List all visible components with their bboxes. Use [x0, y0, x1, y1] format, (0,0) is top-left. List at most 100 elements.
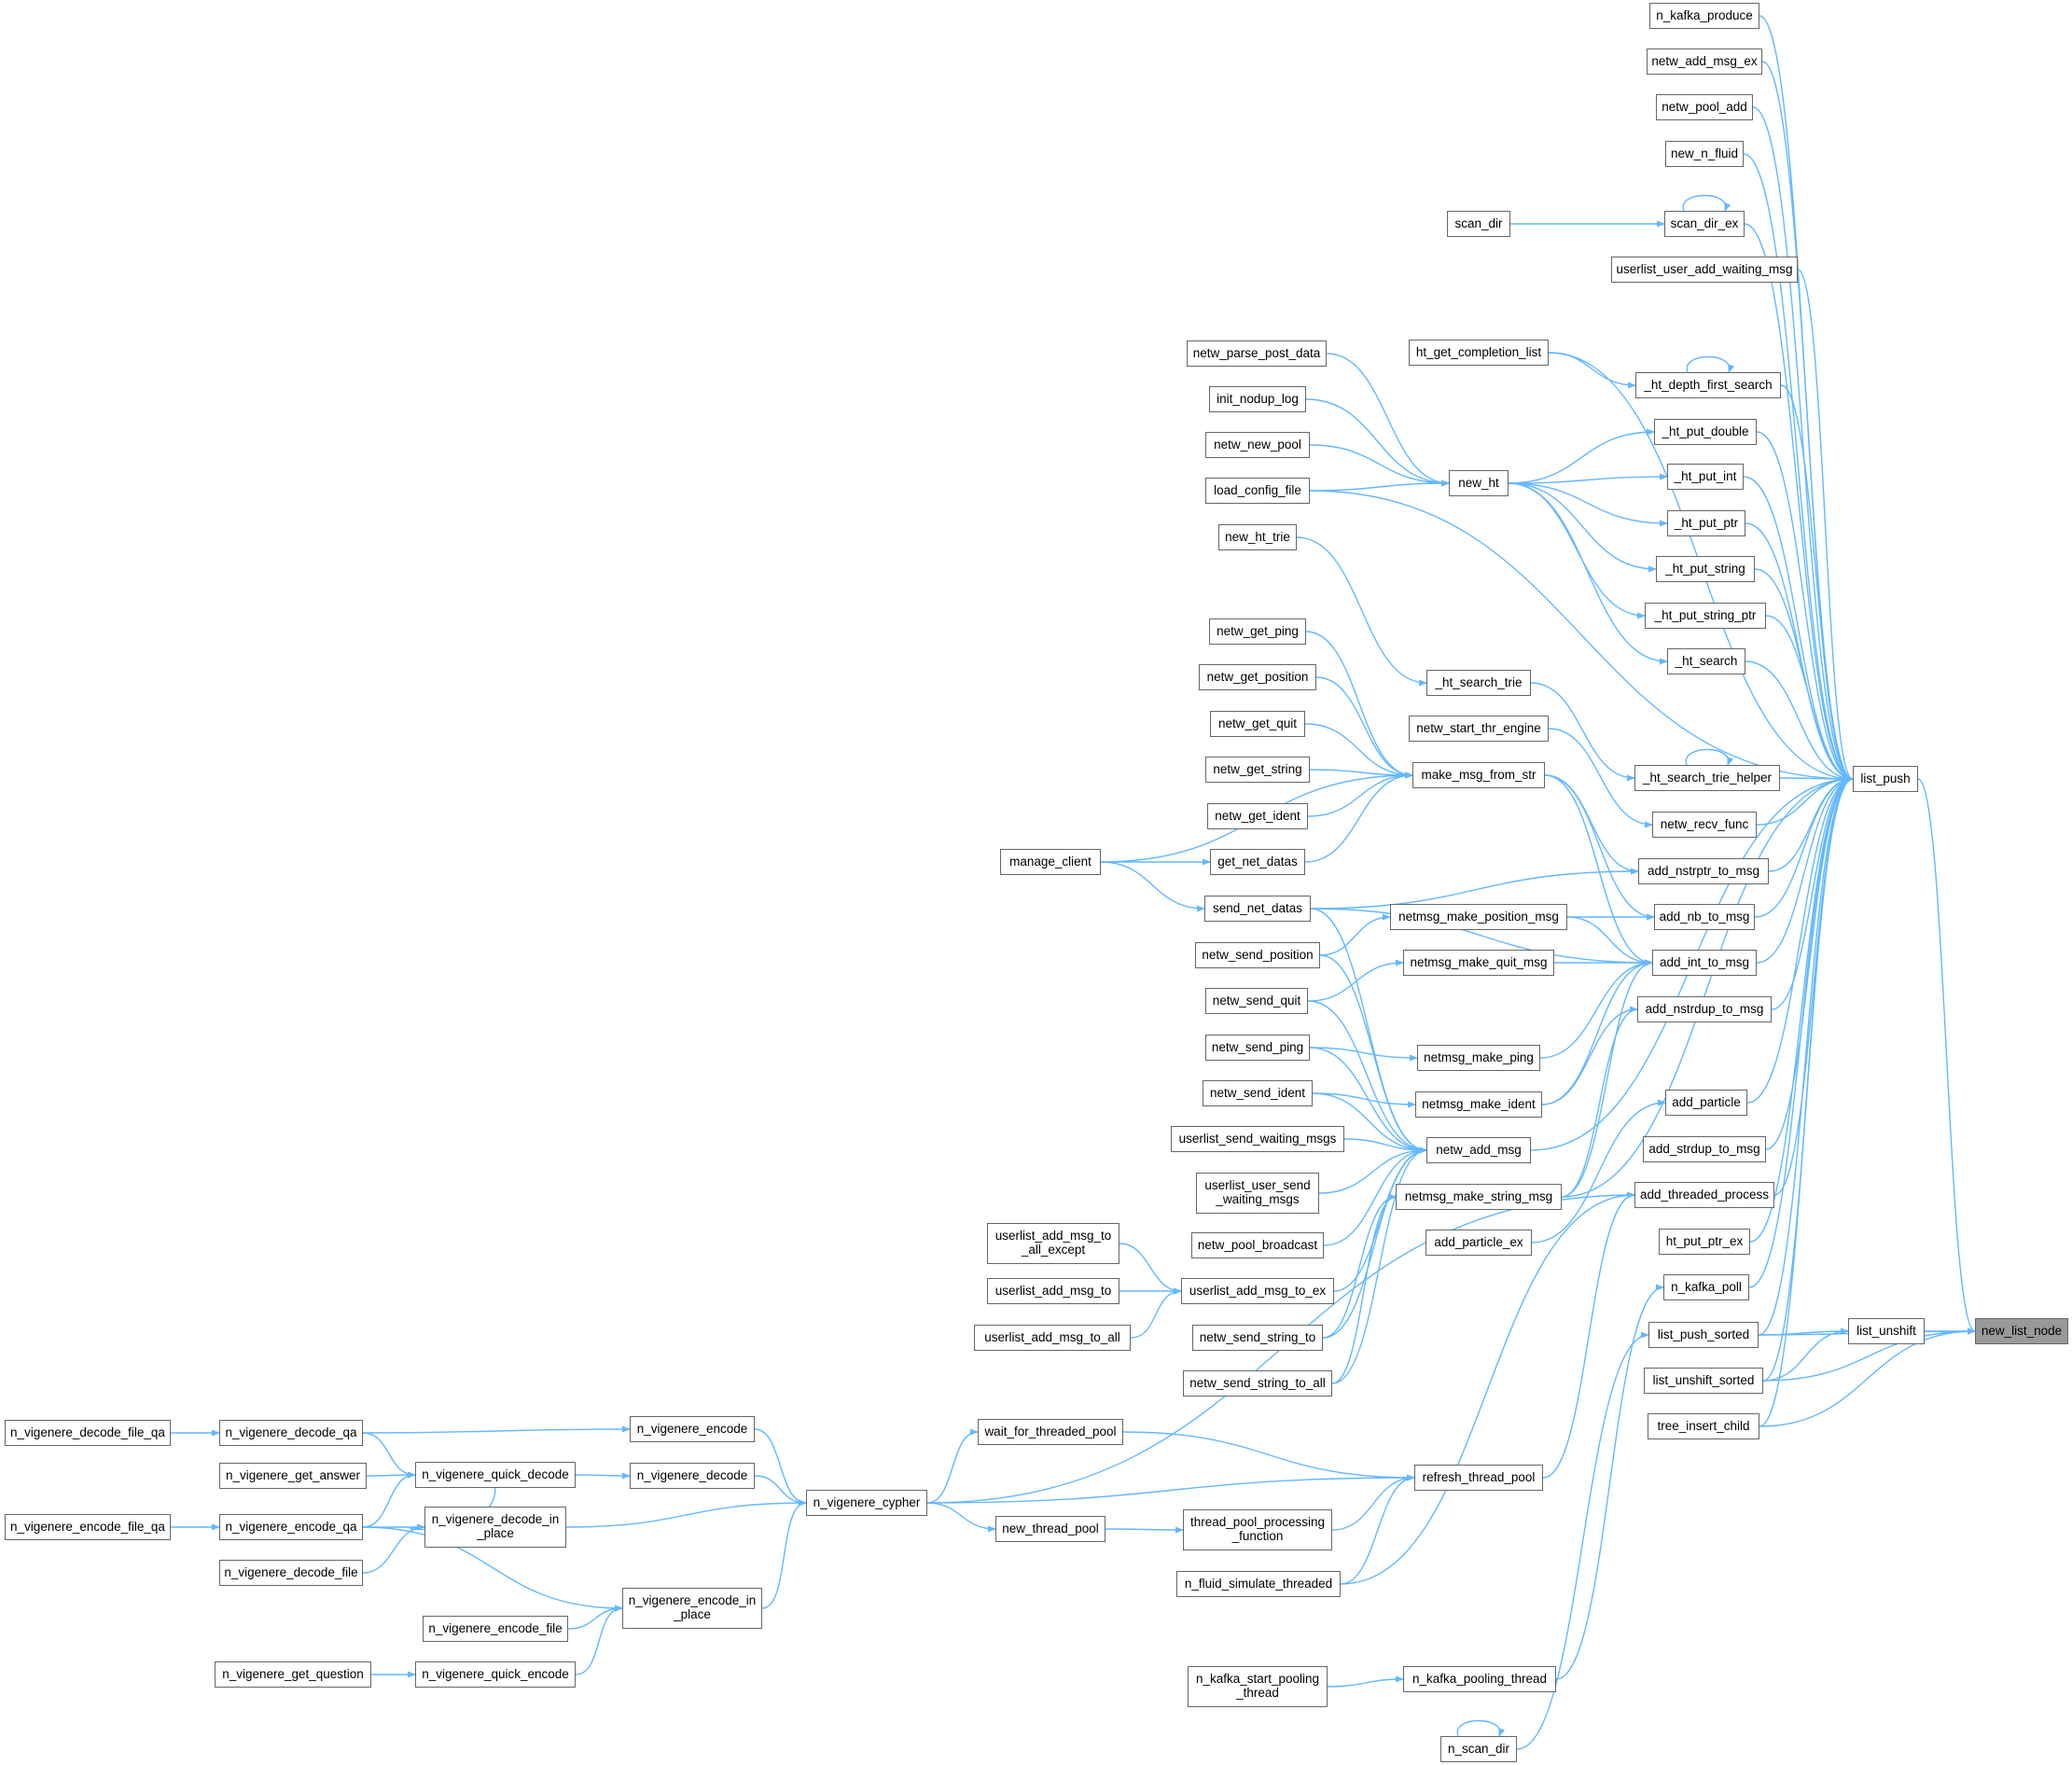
- node-n-fluid-simulate-threaded[interactable]: n_fluid_simulate_threaded: [1176, 1571, 1341, 1597]
- node-new-n-fluid[interactable]: new_n_fluid: [1665, 141, 1744, 167]
- node-n-vigenere-decode-in-place[interactable]: n_vigenere_decode_in _place: [424, 1507, 566, 1548]
- node-netmsg-make-string-msg[interactable]: netmsg_make_string_msg: [1396, 1184, 1562, 1210]
- node-thread-pool-processing-function[interactable]: thread_pool_processing _function: [1183, 1509, 1332, 1550]
- node-new-list-node[interactable]: new_list_node: [1975, 1318, 2068, 1344]
- node-n-vigenere-encode[interactable]: n_vigenere_encode: [630, 1416, 755, 1442]
- node-netw-recv-func[interactable]: netw_recv_func: [1652, 812, 1757, 838]
- node-netw-send-string-to[interactable]: netw_send_string_to: [1192, 1325, 1323, 1351]
- node-list-push[interactable]: list_push: [1853, 766, 1918, 792]
- node-netmsg-make-quit-msg[interactable]: netmsg_make_quit_msg: [1403, 950, 1554, 976]
- edge-userlist_user_send_waiting_msgs-to-netw_add_msg: [1318, 1147, 1427, 1194]
- node-manage-client[interactable]: manage_client: [1000, 849, 1101, 875]
- node-netmsg-make-ident[interactable]: netmsg_make_ident: [1415, 1091, 1542, 1118]
- node-netw-send-quit[interactable]: netw_send_quit: [1205, 988, 1308, 1014]
- node-add-nstrptr-to-msg[interactable]: add_nstrptr_to_msg: [1638, 858, 1769, 884]
- node-netw-get-position[interactable]: netw_get_position: [1199, 664, 1316, 690]
- node-load-config-file[interactable]: load_config_file: [1205, 478, 1310, 504]
- node-scan-dir-ex[interactable]: scan_dir_ex: [1664, 211, 1745, 237]
- node-netw-send-ping[interactable]: netw_send_ping: [1205, 1035, 1310, 1061]
- node-list-push-sorted[interactable]: list_push_sorted: [1648, 1322, 1759, 1348]
- node-new-ht-trie[interactable]: new_ht_trie: [1218, 524, 1297, 550]
- node-tree-insert-child[interactable]: tree_insert_child: [1648, 1413, 1759, 1439]
- node-userlist-user-add-waiting-msg[interactable]: userlist_user_add_waiting_msg: [1611, 257, 1798, 283]
- node-netw-new-pool[interactable]: netw_new_pool: [1205, 432, 1310, 458]
- node-n-vigenere-cypher[interactable]: n_vigenere_cypher: [806, 1490, 927, 1516]
- node-n-vigenere-encode-qa[interactable]: n_vigenere_encode_qa: [219, 1514, 363, 1540]
- node-n-vigenere-decode-file[interactable]: n_vigenere_decode_file: [219, 1560, 363, 1586]
- edge-self-loop-_ht_depth_first_search: [1686, 355, 1735, 373]
- node-add-threaded-process[interactable]: add_threaded_process: [1634, 1182, 1774, 1208]
- node-netw-pool-broadcast[interactable]: netw_pool_broadcast: [1191, 1232, 1324, 1258]
- node-netw-parse-post-data[interactable]: netw_parse_post_data: [1187, 340, 1327, 367]
- node-ht-put-ptr-ex[interactable]: ht_put_ptr_ex: [1659, 1229, 1750, 1255]
- node-netw-start-thr-engine[interactable]: netw_start_thr_engine: [1409, 716, 1549, 742]
- node-n-vigenere-encode-file-qa[interactable]: n_vigenere_encode_file_qa: [5, 1514, 171, 1540]
- node-userlist-send-waiting-msgs[interactable]: userlist_send_waiting_msgs: [1171, 1126, 1344, 1152]
- node-add-int-to-msg[interactable]: add_int_to_msg: [1652, 950, 1757, 976]
- node-ht-depth-first-search[interactable]: _ht_depth_first_search: [1635, 372, 1781, 398]
- node-userlist-add-msg-to-all-except[interactable]: userlist_add_msg_to _all_except: [987, 1223, 1119, 1264]
- node-make-msg-from-str[interactable]: make_msg_from_str: [1412, 762, 1545, 788]
- node-add-nb-to-msg[interactable]: add_nb_to_msg: [1654, 904, 1755, 930]
- edge-refresh_thread_pool-to-add_threaded_process: [1542, 1191, 1635, 1479]
- node-n-vigenere-get-answer[interactable]: n_vigenere_get_answer: [219, 1463, 367, 1489]
- edge-userlist_user_add_waiting_msg-to-list_push: [1797, 269, 1854, 783]
- node-ht-search-trie-helper[interactable]: _ht_search_trie_helper: [1634, 765, 1780, 791]
- edge-netmsg_make_string_msg-to-add_nstrdup_to_msg: [1561, 1006, 1638, 1198]
- node-add-particle[interactable]: add_particle: [1665, 1090, 1747, 1116]
- node-netw-get-ping[interactable]: netw_get_ping: [1209, 618, 1306, 645]
- node-n-vigenere-quick-encode[interactable]: n_vigenere_quick_encode: [415, 1661, 576, 1688]
- node-ht-put-double[interactable]: _ht_put_double: [1654, 419, 1757, 445]
- node-wait-for-threaded-pool[interactable]: wait_for_threaded_pool: [978, 1419, 1123, 1445]
- node-userlist-add-msg-to-all[interactable]: userlist_add_msg_to_all: [974, 1325, 1131, 1351]
- node-n-vigenere-decode-qa[interactable]: n_vigenere_decode_qa: [219, 1420, 363, 1446]
- node-n-vigenere-quick-decode[interactable]: n_vigenere_quick_decode: [415, 1462, 576, 1488]
- node-new-ht[interactable]: new_ht: [1449, 470, 1509, 496]
- node-ht-put-int[interactable]: _ht_put_int: [1667, 464, 1744, 490]
- node-get-net-datas[interactable]: get_net_datas: [1210, 849, 1305, 875]
- node-netw-get-quit[interactable]: netw_get_quit: [1210, 711, 1305, 737]
- node-n-vigenere-decode-file-qa[interactable]: n_vigenere_decode_file_qa: [5, 1420, 171, 1446]
- node-init-nodup-log[interactable]: init_nodup_log: [1209, 386, 1306, 412]
- node-ht-put-string[interactable]: _ht_put_string: [1656, 556, 1755, 582]
- node-n-vigenere-encode-file[interactable]: n_vigenere_encode_file: [423, 1616, 568, 1642]
- node-userlist-add-msg-to-ex[interactable]: userlist_add_msg_to_ex: [1181, 1278, 1334, 1304]
- node-netw-get-ident[interactable]: netw_get_ident: [1207, 803, 1308, 829]
- node-add-particle-ex[interactable]: add_particle_ex: [1425, 1230, 1532, 1256]
- edge-netw_get_ping-to-make_msg_from_str: [1305, 631, 1413, 779]
- node-n-vigenere-encode-in-place[interactable]: n_vigenere_encode_in _place: [622, 1588, 762, 1629]
- node-netw-get-string[interactable]: netw_get_string: [1205, 757, 1310, 783]
- node-list-unshift[interactable]: list_unshift: [1848, 1318, 1925, 1344]
- node-n-kafka-start-pooling-thread[interactable]: n_kafka_start_pooling _thread: [1188, 1666, 1328, 1707]
- node-add-nstrdup-to-msg[interactable]: add_nstrdup_to_msg: [1637, 996, 1772, 1022]
- node-ht-search[interactable]: _ht_search: [1667, 648, 1745, 674]
- node-scan-dir[interactable]: scan_dir: [1447, 211, 1510, 237]
- node-list-unshift-sorted[interactable]: list_unshift_sorted: [1644, 1368, 1763, 1394]
- node-n-kafka-poll[interactable]: n_kafka_poll: [1663, 1274, 1749, 1300]
- node-send-net-datas[interactable]: send_net_datas: [1204, 896, 1311, 922]
- node-netw-add-msg[interactable]: netw_add_msg: [1426, 1137, 1531, 1163]
- node-ht-search-trie[interactable]: _ht_search_trie: [1426, 670, 1531, 696]
- node-n-scan-dir[interactable]: n_scan_dir: [1440, 1736, 1517, 1762]
- node-userlist-add-msg-to[interactable]: userlist_add_msg_to: [987, 1278, 1119, 1304]
- node-refresh-thread-pool[interactable]: refresh_thread_pool: [1414, 1465, 1543, 1491]
- node-netmsg-make-position-msg[interactable]: netmsg_make_position_msg: [1390, 904, 1567, 930]
- node-netw-add-msg-ex[interactable]: netw_add_msg_ex: [1647, 49, 1762, 75]
- node-n-kafka-pooling-thread[interactable]: n_kafka_pooling_thread: [1403, 1666, 1556, 1692]
- node-ht-put-string-ptr[interactable]: _ht_put_string_ptr: [1645, 603, 1766, 629]
- node-netw-pool-add[interactable]: netw_pool_add: [1656, 94, 1753, 120]
- node-netw-send-ident[interactable]: netw_send_ident: [1203, 1080, 1313, 1106]
- node-netw-send-position[interactable]: netw_send_position: [1195, 942, 1320, 968]
- node-netw-send-string-to-all[interactable]: netw_send_string_to_all: [1183, 1370, 1332, 1397]
- node-n-kafka-produce[interactable]: n_kafka_produce: [1649, 3, 1759, 29]
- node-ht-get-completion-list[interactable]: ht_get_completion_list: [1409, 340, 1549, 366]
- edge-netw_send_string_to-to-netmsg_make_string_msg: [1322, 1193, 1397, 1339]
- node-ht-put-ptr[interactable]: _ht_put_ptr: [1667, 510, 1745, 536]
- node-add-strdup-to-msg[interactable]: add_strdup_to_msg: [1643, 1136, 1766, 1162]
- node-n-vigenere-get-question[interactable]: n_vigenere_get_question: [215, 1661, 371, 1688]
- node-netmsg-make-ping[interactable]: netmsg_make_ping: [1417, 1045, 1540, 1071]
- node-userlist-user-send-waiting-msgs[interactable]: userlist_user_send _waiting_msgs: [1196, 1173, 1319, 1214]
- node-new-thread-pool[interactable]: new_thread_pool: [995, 1516, 1106, 1542]
- node-n-vigenere-decode[interactable]: n_vigenere_decode: [630, 1463, 755, 1489]
